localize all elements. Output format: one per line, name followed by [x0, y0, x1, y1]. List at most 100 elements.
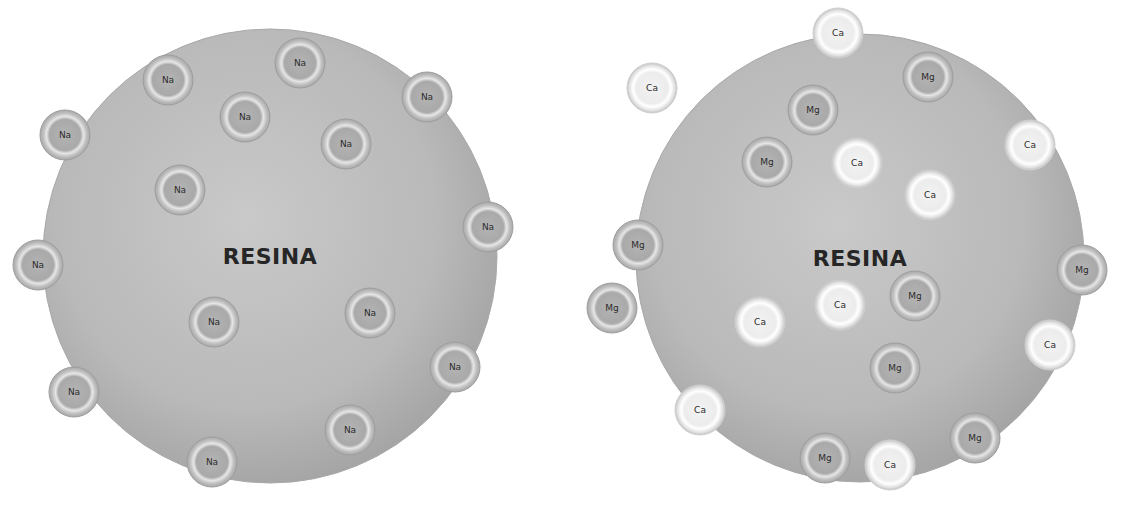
ion-label: Na	[206, 457, 218, 467]
circle-shape	[43, 29, 497, 483]
circle-shape	[1025, 320, 1075, 370]
ion-label: Ca	[834, 300, 846, 310]
circle-shape	[813, 8, 863, 58]
circle-shape	[815, 280, 865, 330]
circle-shape	[220, 92, 270, 142]
ion-label: Ca	[1044, 340, 1056, 350]
circle-shape	[788, 85, 838, 135]
ion-circle: Na	[320, 118, 372, 170]
circle-shape	[325, 405, 375, 455]
circle-shape	[742, 137, 792, 187]
ion-label: Ca	[851, 158, 863, 168]
ion-circle: Mg	[949, 412, 1001, 464]
ion-circle: Ca	[734, 296, 786, 348]
ion-circle: Na	[154, 164, 206, 216]
circle-shape	[832, 138, 882, 188]
ion-label: Mg	[818, 453, 831, 463]
circle-shape	[675, 385, 725, 435]
ion-circle: Mg	[1056, 244, 1108, 296]
ion-circle: Na	[39, 109, 91, 161]
ion-circle: Ca	[626, 62, 678, 114]
ion-circle: Ca	[814, 279, 866, 331]
circle-shape	[890, 271, 940, 321]
ion-circle: Mg	[612, 219, 664, 271]
ion-label: Mg	[908, 291, 921, 301]
ion-label: Mg	[760, 157, 773, 167]
ion-circle: Mg	[889, 270, 941, 322]
resin-bead: RESINACaMgCaMgCaMgCaCaMgMgMgCaMgCaCaMgCa…	[635, 33, 1085, 483]
ion-circle: Na	[48, 366, 100, 418]
ion-circle: Mg	[799, 432, 851, 484]
ion-circle: Na	[324, 404, 376, 456]
circle-shape	[187, 437, 237, 487]
circle-shape	[402, 72, 452, 122]
circle-shape	[321, 119, 371, 169]
ion-label: Ca	[754, 317, 766, 327]
circle-shape	[463, 202, 513, 252]
ion-circle: Ca	[864, 439, 916, 491]
circle-shape	[155, 165, 205, 215]
ion-circle: Ca	[674, 384, 726, 436]
ion-label: Na	[174, 185, 186, 195]
ion-circle: Na	[219, 91, 271, 143]
ion-circle: Mg	[741, 136, 793, 188]
ion-circle: Mg	[902, 51, 954, 103]
circle-shape	[905, 170, 955, 220]
ion-circle: Na	[188, 296, 240, 348]
ion-label: Mg	[968, 433, 981, 443]
ion-circle: Ca	[812, 7, 864, 59]
ion-label: Na	[340, 139, 352, 149]
ion-label: Na	[208, 317, 220, 327]
ion-label: Mg	[1075, 265, 1088, 275]
ion-label: Ca	[884, 460, 896, 470]
ion-circle: Na	[274, 37, 326, 89]
ion-label: Mg	[806, 105, 819, 115]
ion-circle: Na	[12, 239, 64, 291]
circle-shape	[870, 343, 920, 393]
ion-circle: Na	[401, 71, 453, 123]
ion-circle: Mg	[787, 84, 839, 136]
ion-circle: Ca	[904, 169, 956, 221]
circle-shape	[903, 52, 953, 102]
circle-shape	[1005, 120, 1055, 170]
ion-label: Na	[68, 387, 80, 397]
ion-label: Na	[239, 112, 251, 122]
ion-circle: Na	[344, 287, 396, 339]
ion-label: Mg	[888, 363, 901, 373]
circle-shape	[275, 38, 325, 88]
ion-label: Ca	[924, 190, 936, 200]
ion-circle: Na	[429, 341, 481, 393]
ion-circle: Na	[186, 436, 238, 488]
circle-shape	[1057, 245, 1107, 295]
ion-label: Ca	[646, 83, 658, 93]
ion-label: Na	[32, 260, 44, 270]
circle-shape	[189, 297, 239, 347]
ion-label: Na	[449, 362, 461, 372]
circle-shape	[950, 413, 1000, 463]
circle-shape	[613, 220, 663, 270]
circle-shape	[865, 440, 915, 490]
resin-label: RESINA	[223, 244, 317, 269]
circle-shape	[627, 63, 677, 113]
circle-shape	[40, 110, 90, 160]
resin-bead: RESINANaNaNaNaNaNaNaNaNaNaNaNaNaNaNa	[42, 28, 498, 484]
ion-label: Na	[162, 75, 174, 85]
ion-label: Na	[364, 308, 376, 318]
ion-circle: Mg	[869, 342, 921, 394]
ion-circle: Mg	[586, 282, 638, 334]
ion-label: Ca	[1024, 140, 1036, 150]
ion-label: Ca	[832, 28, 844, 38]
ion-label: Na	[294, 58, 306, 68]
ion-label: Na	[482, 222, 494, 232]
circle-shape	[345, 288, 395, 338]
ion-label: Mg	[921, 72, 934, 82]
ion-circle: Ca	[1004, 119, 1056, 171]
ion-label: Na	[59, 130, 71, 140]
circle-shape	[800, 433, 850, 483]
circle-shape	[636, 34, 1084, 482]
ion-label: Na	[421, 92, 433, 102]
circle-shape	[143, 55, 193, 105]
ion-label: Mg	[631, 240, 644, 250]
circle-shape	[49, 367, 99, 417]
